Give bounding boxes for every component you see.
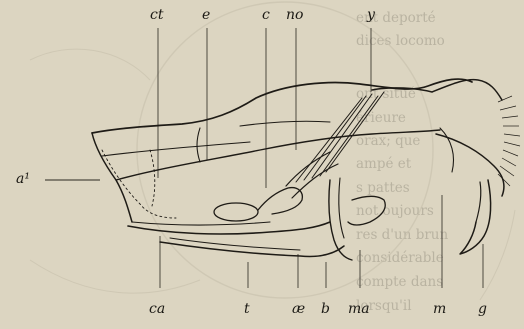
- label-no: no: [286, 8, 303, 22]
- label-a1: a¹: [16, 172, 30, 186]
- duct-upper: [286, 152, 330, 186]
- label-ma: ma: [348, 302, 370, 316]
- inner-outline: [116, 130, 440, 180]
- muscle-fiber: [320, 96, 378, 176]
- muscle-fiber: [296, 98, 362, 182]
- claw-hook: [460, 180, 491, 254]
- dotted-contour: [102, 150, 176, 218]
- label-g: g: [478, 302, 487, 316]
- lower-jaw-inner: [132, 222, 270, 225]
- inner-line-upper: [102, 142, 250, 156]
- head-suture: [197, 128, 200, 162]
- muscle-fiber: [304, 96, 366, 180]
- muscle-fiber: [312, 94, 372, 178]
- label-ct: ct: [150, 8, 163, 22]
- bottom-leader-lines: [160, 195, 483, 288]
- posterior-lower: [436, 134, 504, 196]
- dorsal-outline: [92, 79, 472, 133]
- label-t: t: [244, 302, 250, 316]
- ganglion-organ: [214, 203, 258, 221]
- label-c: c: [262, 8, 270, 22]
- background-circle: [137, 2, 433, 298]
- tergite-line: [240, 121, 330, 126]
- label-y: y: [367, 8, 375, 22]
- bulb-organ: [258, 188, 302, 214]
- posterior-fold: [440, 128, 454, 172]
- label-ae: æ: [292, 302, 305, 316]
- claw-inner: [476, 182, 481, 222]
- ma-lobe: [348, 196, 385, 225]
- dotted-contour-2: [150, 150, 155, 206]
- duct-lower: [292, 164, 338, 198]
- labium: [160, 242, 344, 257]
- label-e: e: [202, 8, 210, 22]
- labium-inner: [170, 238, 300, 250]
- label-m: m: [433, 302, 446, 316]
- label-ca: ca: [149, 302, 165, 316]
- hair-fringe: [498, 96, 520, 186]
- tube-b-inner: [339, 178, 344, 238]
- label-b: b: [321, 302, 330, 316]
